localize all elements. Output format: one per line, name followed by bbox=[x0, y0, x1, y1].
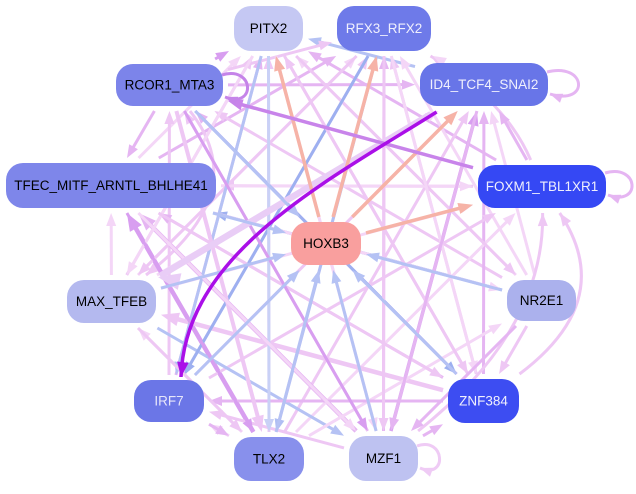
svg-text:ID4_TCF4_SNAI2: ID4_TCF4_SNAI2 bbox=[430, 77, 539, 92]
svg-text:HOXB3: HOXB3 bbox=[303, 236, 349, 251]
svg-text:TLX2: TLX2 bbox=[253, 452, 285, 467]
svg-text:FOXM1_TBL1XR1: FOXM1_TBL1XR1 bbox=[486, 179, 599, 194]
svg-text:MZF1: MZF1 bbox=[366, 451, 401, 466]
svg-text:NR2E1: NR2E1 bbox=[520, 293, 564, 308]
svg-text:RCOR1_MTA3: RCOR1_MTA3 bbox=[125, 78, 215, 93]
svg-text:TFEC_MITF_ARNTL_BHLHE41: TFEC_MITF_ARNTL_BHLHE41 bbox=[14, 178, 208, 193]
svg-text:RFX3_RFX2: RFX3_RFX2 bbox=[346, 21, 423, 36]
svg-text:MAX_TFEB: MAX_TFEB bbox=[76, 294, 147, 309]
svg-text:ZNF384: ZNF384 bbox=[459, 394, 508, 409]
svg-text:PITX2: PITX2 bbox=[250, 21, 288, 36]
svg-text:IRF7: IRF7 bbox=[154, 394, 183, 409]
